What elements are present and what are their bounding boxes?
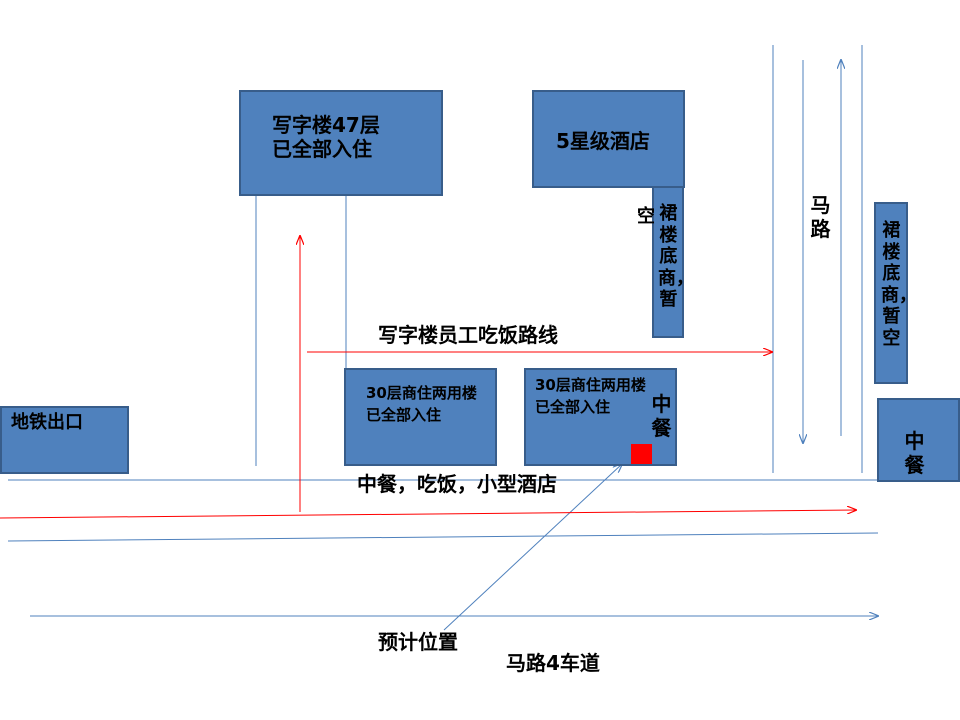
subway-exit-block: [0, 406, 129, 474]
route-arrow-street: [0, 510, 856, 519]
east-lunch-label: 中餐: [904, 429, 925, 477]
hotel-label: 5星级酒店: [556, 129, 650, 153]
staff-route-label: 写字楼员工吃饭路线: [378, 323, 558, 347]
subway-exit-label: 地铁出口: [11, 412, 83, 433]
residential-b-label: 30层商住两用楼已全部入住: [535, 376, 646, 416]
hotel-podium-label: 裙楼底商，暂: [658, 203, 694, 311]
residential-b-lunch-label: 中餐: [651, 392, 672, 440]
office-tower-block: [239, 90, 443, 196]
east-podium-block: [874, 202, 908, 384]
planned-location-label: 预计位置: [378, 630, 458, 654]
road-horizontal-bottom-edge: [7, 532, 879, 542]
east-lunch-block: [877, 398, 960, 482]
hotel-block: [532, 90, 685, 188]
office-tower-label: 写字楼47层已全部入住: [272, 113, 380, 161]
street-shops-label: 中餐，吃饭，小型酒店: [357, 472, 557, 496]
planned-location-marker: [631, 444, 652, 464]
hotel-podium-label-tail: 空: [637, 206, 655, 227]
planned-location-arrow: [443, 464, 622, 631]
road-vertical-label: 马路: [810, 193, 831, 241]
east-podium-label: 裙楼底商，暂空: [881, 220, 917, 349]
residential-a-block: [344, 368, 497, 466]
residential-a-label: 30层商住两用楼已全部入住: [366, 384, 477, 424]
hotel-podium-block: [652, 186, 684, 338]
road-four-lanes-label: 马路4车道: [506, 651, 600, 675]
